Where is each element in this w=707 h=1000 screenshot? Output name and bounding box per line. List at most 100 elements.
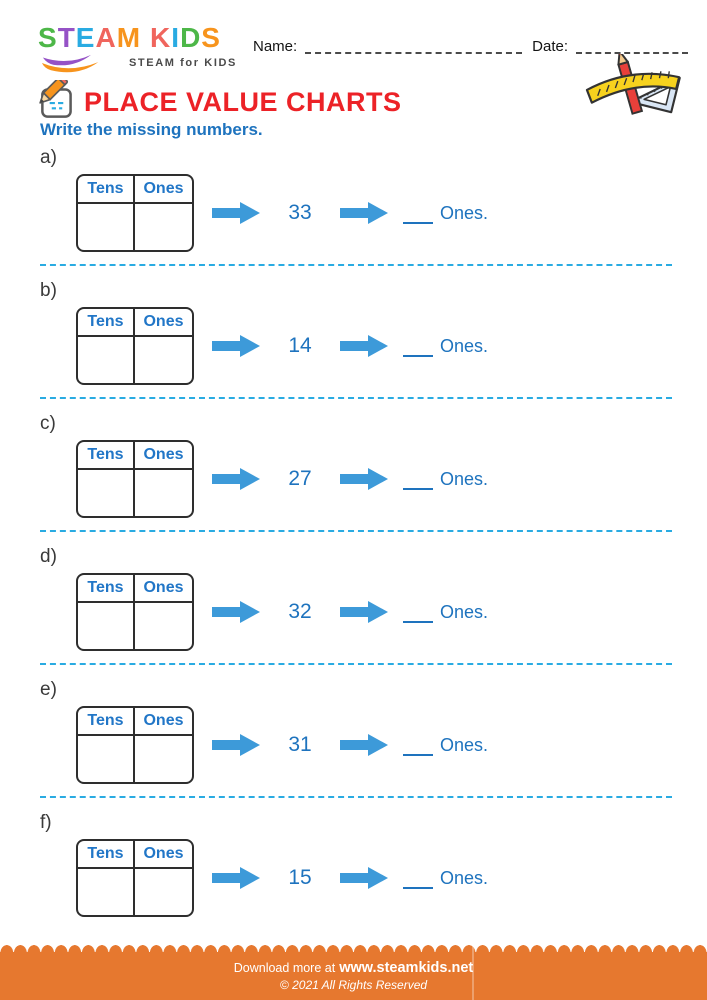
item-label: c) bbox=[40, 413, 56, 434]
place-value-table: Tens Ones bbox=[76, 573, 194, 651]
item-label: a) bbox=[40, 147, 57, 168]
tens-answer-cell[interactable] bbox=[78, 869, 135, 915]
table-header-tens: Tens bbox=[78, 309, 135, 337]
table-header-ones: Ones bbox=[135, 309, 192, 337]
table-header-ones: Ones bbox=[135, 841, 192, 869]
dashed-separator bbox=[40, 663, 672, 665]
place-value-table: Tens Ones bbox=[76, 307, 194, 385]
logo-letter: T bbox=[57, 22, 76, 53]
logo-subtitle: STEAM for KIDS bbox=[129, 57, 237, 69]
place-value-table: Tens Ones bbox=[76, 706, 194, 784]
footer-copyright: © 2021 All Rights Reserved bbox=[279, 978, 428, 992]
ones-suffix: Ones. bbox=[440, 867, 489, 888]
table-header-tens: Tens bbox=[78, 176, 135, 204]
title-row: PLACE VALUE CHARTS bbox=[34, 80, 402, 124]
exercise-item-e: e) Tens Ones 31 Ones. bbox=[40, 679, 672, 784]
answer-blank[interactable] bbox=[403, 207, 433, 224]
item-number: 14 bbox=[288, 334, 312, 357]
ones-suffix: Ones. bbox=[440, 202, 489, 223]
arrow-right-icon bbox=[340, 734, 388, 756]
ones-answer-cell[interactable] bbox=[135, 736, 192, 782]
footer-divider bbox=[472, 945, 474, 1000]
dashed-separator bbox=[40, 264, 672, 266]
logo-letter: E bbox=[75, 22, 96, 53]
name-input-line[interactable] bbox=[305, 39, 523, 54]
ones-suffix: Ones. bbox=[440, 335, 489, 356]
arrow-right-icon bbox=[212, 734, 260, 756]
item-label: f) bbox=[40, 812, 52, 833]
item-number: 27 bbox=[288, 467, 312, 490]
answer-blank[interactable] bbox=[403, 606, 433, 623]
logo-swoosh-icon bbox=[41, 54, 99, 73]
item-label: b) bbox=[40, 280, 57, 301]
item-label: d) bbox=[40, 546, 57, 567]
arrow-right-icon bbox=[212, 468, 260, 490]
exercise-item-c: c) Tens Ones 27 Ones. bbox=[40, 413, 672, 518]
ones-answer-cell[interactable] bbox=[135, 470, 192, 516]
note-pencil-icon bbox=[39, 80, 72, 118]
item-label: e) bbox=[40, 679, 57, 700]
instruction-text: Write the missing numbers. bbox=[40, 120, 263, 139]
arrow-right-icon bbox=[212, 867, 260, 889]
answer-blank[interactable] bbox=[403, 473, 433, 490]
logo-letter: A bbox=[95, 22, 117, 53]
table-header-tens: Tens bbox=[78, 575, 135, 603]
ruler-pencil-setsquare-icon bbox=[585, 54, 681, 115]
place-value-table: Tens Ones bbox=[76, 440, 194, 518]
table-header-ones: Ones bbox=[135, 442, 192, 470]
tens-answer-cell[interactable] bbox=[78, 337, 135, 383]
tens-answer-cell[interactable] bbox=[78, 470, 135, 516]
item-number: 33 bbox=[288, 201, 312, 224]
answer-blank[interactable] bbox=[403, 340, 433, 357]
ones-suffix: Ones. bbox=[440, 601, 489, 622]
arrow-right-icon bbox=[340, 867, 388, 889]
ones-answer-cell[interactable] bbox=[135, 337, 192, 383]
arrow-right-icon bbox=[212, 335, 260, 357]
ones-answer-cell[interactable] bbox=[135, 869, 192, 915]
answer-blank[interactable] bbox=[403, 739, 433, 756]
footer-site-link[interactable]: www.steamkids.net bbox=[339, 960, 474, 976]
logo-letter: S bbox=[201, 22, 221, 53]
exercise-item-b: b) Tens Ones 14 Ones. bbox=[40, 280, 672, 385]
name-date-row: Name: Date: bbox=[253, 38, 688, 56]
logo-letter: M bbox=[116, 22, 142, 53]
ones-answer-cell[interactable] bbox=[135, 204, 192, 250]
exercise-item-f: f) Tens Ones 15 Ones. bbox=[40, 812, 672, 917]
table-header-ones: Ones bbox=[135, 176, 192, 204]
footer-download-prefix: Download more at bbox=[233, 961, 336, 975]
table-header-ones: Ones bbox=[135, 575, 192, 603]
item-number: 15 bbox=[288, 866, 312, 889]
arrow-right-icon bbox=[340, 468, 388, 490]
ones-suffix: Ones. bbox=[440, 734, 489, 755]
page-title: PLACE VALUE CHARTS bbox=[84, 86, 402, 117]
answer-blank[interactable] bbox=[403, 872, 433, 889]
item-number: 31 bbox=[288, 733, 312, 756]
dashed-separator bbox=[40, 796, 672, 798]
table-header-tens: Tens bbox=[78, 708, 135, 736]
dashed-separator bbox=[40, 397, 672, 399]
arrow-right-icon bbox=[340, 601, 388, 623]
date-label: Date: bbox=[532, 38, 568, 55]
dashed-separator bbox=[40, 530, 672, 532]
name-label: Name: bbox=[253, 38, 298, 55]
tens-answer-cell[interactable] bbox=[78, 736, 135, 782]
ones-suffix: Ones. bbox=[440, 468, 489, 489]
ones-answer-cell[interactable] bbox=[135, 603, 192, 649]
table-header-tens: Tens bbox=[78, 841, 135, 869]
tens-answer-cell[interactable] bbox=[78, 603, 135, 649]
logo-letter: I bbox=[171, 22, 181, 53]
arrow-right-icon bbox=[340, 335, 388, 357]
date-input-line[interactable] bbox=[576, 39, 688, 54]
place-value-table: Tens Ones bbox=[76, 839, 194, 917]
exercise-item-d: d) Tens Ones 32 Ones. bbox=[40, 546, 672, 651]
logo-letter: K bbox=[150, 22, 172, 53]
footer-scallop-edge bbox=[0, 945, 707, 953]
arrow-right-icon bbox=[212, 601, 260, 623]
tens-answer-cell[interactable] bbox=[78, 204, 135, 250]
logo-letter: S bbox=[38, 22, 58, 53]
